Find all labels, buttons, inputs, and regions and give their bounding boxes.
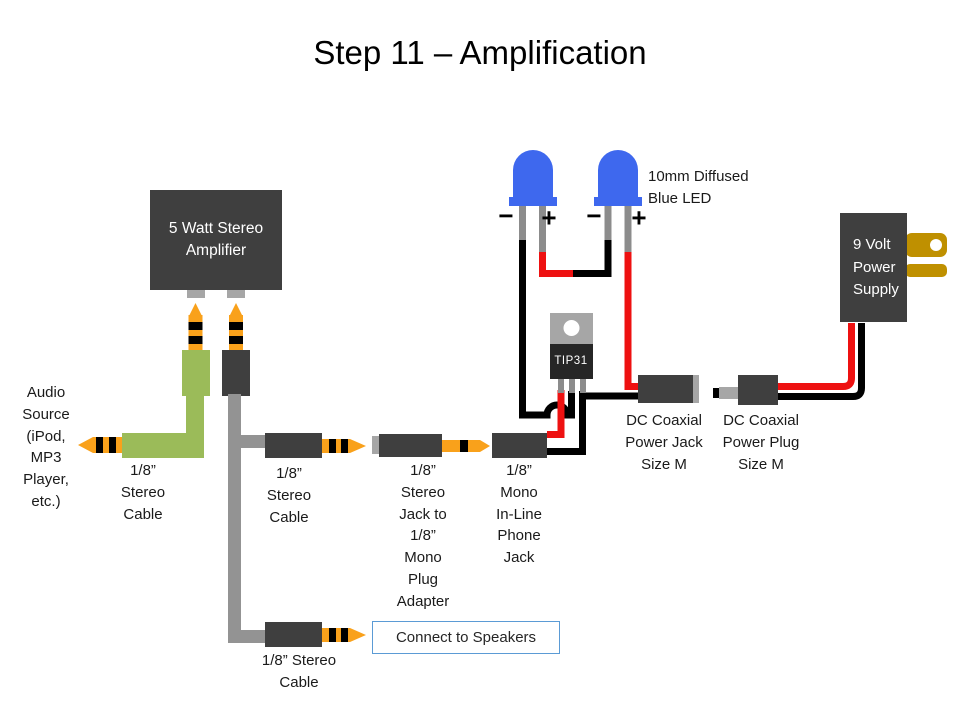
led-leg bbox=[624, 205, 632, 252]
led-note-label: 10mm Diffused Blue LED bbox=[648, 168, 749, 207]
cable-bottom-label: 1/8” Stereo Cable bbox=[261, 652, 337, 691]
plug-band bbox=[229, 322, 243, 330]
plug-tip bbox=[188, 303, 203, 317]
psu-prong-top bbox=[905, 233, 947, 257]
psu-prong-bottom bbox=[905, 264, 947, 277]
dc-jack-opening bbox=[693, 375, 699, 403]
plug-body bbox=[222, 350, 250, 396]
tip31-label: TIP31 bbox=[554, 355, 588, 367]
plug-tip bbox=[480, 440, 490, 452]
mono-jack-body bbox=[492, 433, 547, 458]
wire-monojack-to-tip31-black bbox=[547, 391, 586, 455]
plug-band bbox=[188, 322, 203, 330]
led2-plus-sign: + bbox=[631, 202, 647, 233]
plug-band bbox=[341, 628, 348, 642]
plug-body bbox=[182, 350, 210, 396]
wire-tip31-to-monojack-red bbox=[547, 390, 565, 438]
led-leg bbox=[604, 205, 612, 240]
led-dome bbox=[598, 150, 638, 198]
bottom-connector-body bbox=[265, 622, 322, 647]
plug-band bbox=[460, 440, 468, 452]
amplifier-label-box: 5 Watt Stereo Amplifier bbox=[150, 190, 282, 290]
plug-band bbox=[329, 628, 336, 642]
audio-source-label: Audio Source (iPod, MP3 Player, etc.) bbox=[22, 384, 70, 510]
dc-jack-label: DC Coaxial Power Jack Size M bbox=[625, 412, 703, 473]
amp-socket-left bbox=[187, 290, 205, 298]
wire-dcplug-to-psu-black bbox=[776, 323, 865, 400]
plug-band bbox=[109, 437, 116, 453]
dc-plug-body bbox=[738, 375, 778, 405]
power-supply-label: 9 Volt Power Supply bbox=[853, 236, 899, 298]
mid-connector-body bbox=[265, 433, 322, 458]
dc-plug-pin bbox=[713, 388, 719, 398]
plug-tip bbox=[78, 437, 93, 453]
plug-band bbox=[329, 439, 336, 453]
wire-led-series-black bbox=[573, 238, 612, 277]
wire-led1-negative bbox=[519, 238, 575, 419]
led2-minus-sign: − bbox=[586, 200, 602, 231]
plug-band bbox=[188, 336, 203, 344]
dark-stereo-cable bbox=[222, 303, 366, 647]
page-title: Step 11 – Amplification bbox=[313, 34, 647, 71]
tip31-leg bbox=[580, 379, 586, 393]
tip31-leg bbox=[569, 379, 575, 393]
connect-to-speakers-box: Connect to Speakers bbox=[372, 621, 560, 654]
plug-band bbox=[96, 437, 103, 453]
led-2 bbox=[594, 150, 642, 252]
plug-tip bbox=[350, 628, 366, 642]
cable-left-label: 1/8” Stereo Cable bbox=[120, 462, 166, 523]
wire-led2-positive bbox=[624, 250, 640, 390]
cable-run bbox=[186, 394, 204, 435]
tip31-transistor bbox=[550, 313, 593, 393]
dc-plug-barrel bbox=[719, 387, 738, 399]
adapter-label: 1/8” Stereo Jack to 1/8” Mono Plug Adapt… bbox=[396, 462, 450, 610]
led1-plus-sign: + bbox=[541, 202, 557, 233]
amp-socket-right bbox=[227, 290, 245, 298]
plug-tip bbox=[350, 439, 366, 453]
elbow-body bbox=[122, 433, 204, 458]
cable-elbow bbox=[228, 630, 266, 643]
dc-plug-label: DC Coaxial Power Plug Size M bbox=[722, 412, 800, 473]
led1-minus-sign: − bbox=[498, 200, 514, 231]
dc-jack-body bbox=[638, 375, 693, 403]
adapter-body bbox=[379, 434, 442, 457]
tip31-body bbox=[550, 344, 593, 379]
plug-band bbox=[341, 439, 348, 453]
dc-jack-graphic bbox=[638, 375, 699, 403]
led-leg bbox=[519, 205, 526, 240]
mono-jack-label: 1/8” Mono In-Line Phone Jack bbox=[496, 462, 542, 566]
led-leg bbox=[539, 205, 546, 252]
adapter-graphic bbox=[372, 434, 490, 457]
plug-band bbox=[229, 336, 243, 344]
psu-body bbox=[840, 213, 907, 322]
cable-mid-label: 1/8” Stereo Cable bbox=[266, 465, 312, 526]
led-dome bbox=[513, 150, 553, 198]
amplifier-graphic bbox=[187, 290, 245, 298]
amplifier-label: 5 Watt Stereo Amplifier bbox=[168, 220, 264, 259]
adapter-cap bbox=[372, 436, 379, 454]
cable-stub-mid bbox=[238, 435, 266, 448]
psu-prong-hole bbox=[930, 239, 942, 251]
green-stereo-cable bbox=[78, 303, 210, 458]
wires bbox=[519, 238, 865, 455]
led-flange bbox=[509, 197, 557, 206]
tip31-mounting-hole bbox=[563, 320, 580, 336]
dc-plug-graphic bbox=[713, 375, 778, 405]
led-1 bbox=[509, 150, 557, 252]
wire-led1-positive bbox=[539, 250, 575, 277]
wire-dcplug-to-psu-red bbox=[776, 323, 855, 390]
tip31-leg bbox=[558, 379, 564, 393]
plug-tip bbox=[229, 303, 243, 317]
connect-to-speakers-label: Connect to Speakers bbox=[395, 629, 537, 646]
power-supply-graphic bbox=[840, 213, 947, 322]
cable-run-vertical bbox=[228, 394, 241, 643]
led-flange bbox=[594, 197, 642, 206]
